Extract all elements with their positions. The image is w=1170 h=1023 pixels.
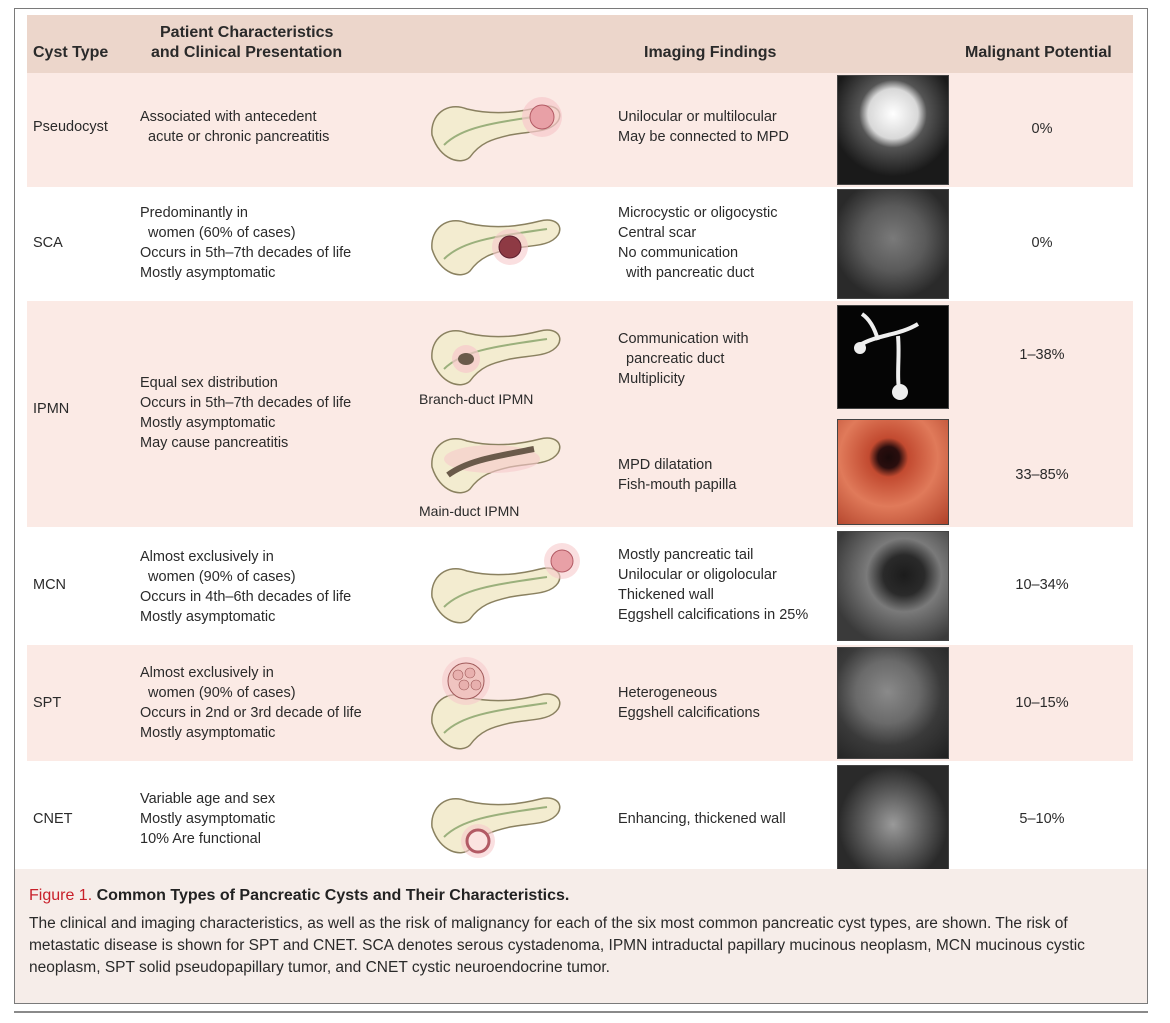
pancreas-pseudocyst-icon	[431, 97, 562, 162]
malignant-potential: 0%	[1031, 235, 1053, 251]
patient-characteristics: Almost exclusively in women (90% of case…	[140, 665, 362, 741]
mrcp-duct-icon	[854, 312, 920, 400]
ct-scan-image	[837, 647, 949, 759]
malignant-potential: 5–10%	[1019, 811, 1065, 827]
malignant-potential: 10–15%	[1015, 695, 1069, 711]
header-cyst-type: Cyst Type	[33, 44, 109, 61]
ct-scan-image	[837, 765, 949, 873]
imaging-findings: Unilocular or multilocular May be connec…	[618, 109, 789, 145]
imaging-findings: Microcystic or oligocystic Central scar …	[618, 205, 778, 281]
pancreas-mcn-icon	[431, 543, 580, 624]
patient-characteristics: Variable age and sex Mostly asymptomatic…	[140, 791, 276, 847]
ct-scan-image	[837, 531, 949, 641]
cyst-type: MCN	[33, 577, 67, 593]
imaging-findings-branch-duct: Communication with pancreatic duct Multi…	[618, 331, 749, 387]
imaging-findings: Enhancing, thickened wall	[618, 811, 786, 827]
imaging-findings: Heterogeneous Eggshell calcifications	[618, 685, 760, 721]
patient-characteristics: Equal sex distribution Occurs in 5th–7th…	[140, 375, 352, 451]
header-malignant: Malignant Potential	[965, 44, 1112, 61]
figure-caption: Figure 1. Common Types of Pancreatic Cys…	[15, 869, 1147, 1003]
pancreas-spt-icon	[431, 657, 561, 750]
table-row-spt: SPT Almost exclusively in women (90% of …	[27, 645, 1133, 761]
imaging-findings: Mostly pancreatic tail Unilocular or oli…	[618, 547, 809, 623]
cyst-type: CNET	[33, 811, 73, 827]
caption-title: Common Types of Pancreatic Cysts and The…	[96, 887, 570, 904]
mri-image	[837, 75, 949, 185]
table-row-pseudocyst: Pseudocyst Associated with antecedent ac…	[27, 73, 1133, 187]
bottom-rule	[14, 1011, 1148, 1013]
malignant-potential: 10–34%	[1015, 577, 1069, 593]
mri-image	[837, 305, 949, 409]
patient-characteristics: Predominantly in women (60% of cases) Oc…	[140, 205, 352, 281]
malignant-potential-branch-duct: 1–38%	[1019, 347, 1065, 363]
pancreas-main-duct-icon	[431, 437, 561, 494]
cyst-type: Pseudocyst	[33, 119, 108, 135]
malignant-potential: 0%	[1031, 121, 1053, 137]
branch-duct-label: Branch-duct IPMN	[419, 391, 534, 407]
header-patient-line1: Patient Characteristics	[160, 24, 334, 41]
main-duct-label: Main-duct IPMN	[419, 503, 520, 519]
pancreas-cnet-icon	[431, 797, 561, 858]
table-row-cnet: CNET Variable age and sex Mostly asympto…	[27, 761, 1133, 873]
malignant-potential-main-duct: 33–85%	[1015, 467, 1069, 483]
patient-characteristics: Almost exclusively in women (90% of case…	[140, 549, 352, 625]
table-row-mcn: MCN Almost exclusively in women (90% of …	[27, 527, 1133, 645]
table-header: Cyst Type Patient Characteristics and Cl…	[27, 15, 1133, 73]
caption-body: The clinical and imaging characteristics…	[29, 915, 1085, 976]
pancreas-sca-icon	[431, 219, 561, 276]
cyst-type: SCA	[33, 235, 63, 251]
figure-label: Figure 1.	[29, 887, 93, 904]
caption-title-line: Figure 1. Common Types of Pancreatic Cys…	[29, 887, 569, 905]
cyst-type: SPT	[33, 695, 62, 711]
pancreas-branch-duct-icon	[431, 329, 561, 386]
imaging-findings-main-duct: MPD dilatation Fish-mouth papilla	[618, 457, 737, 493]
ct-scan-image	[837, 189, 949, 299]
header-patient-line2: and Clinical Presentation	[151, 44, 343, 61]
table-row-sca: SCA Predominantly in women (60% of cases…	[27, 187, 1133, 301]
figure-frame: Cyst Type Patient Characteristics and Cl…	[14, 8, 1148, 1004]
table-row-ipmn: IPMN Equal sex distribution Occurs in 5t…	[27, 301, 1133, 527]
patient-characteristics: Associated with antecedent acute or chro…	[140, 109, 330, 145]
header-imaging: Imaging Findings	[644, 44, 777, 61]
endoscopy-image	[837, 419, 949, 525]
cyst-type: IPMN	[33, 401, 70, 417]
